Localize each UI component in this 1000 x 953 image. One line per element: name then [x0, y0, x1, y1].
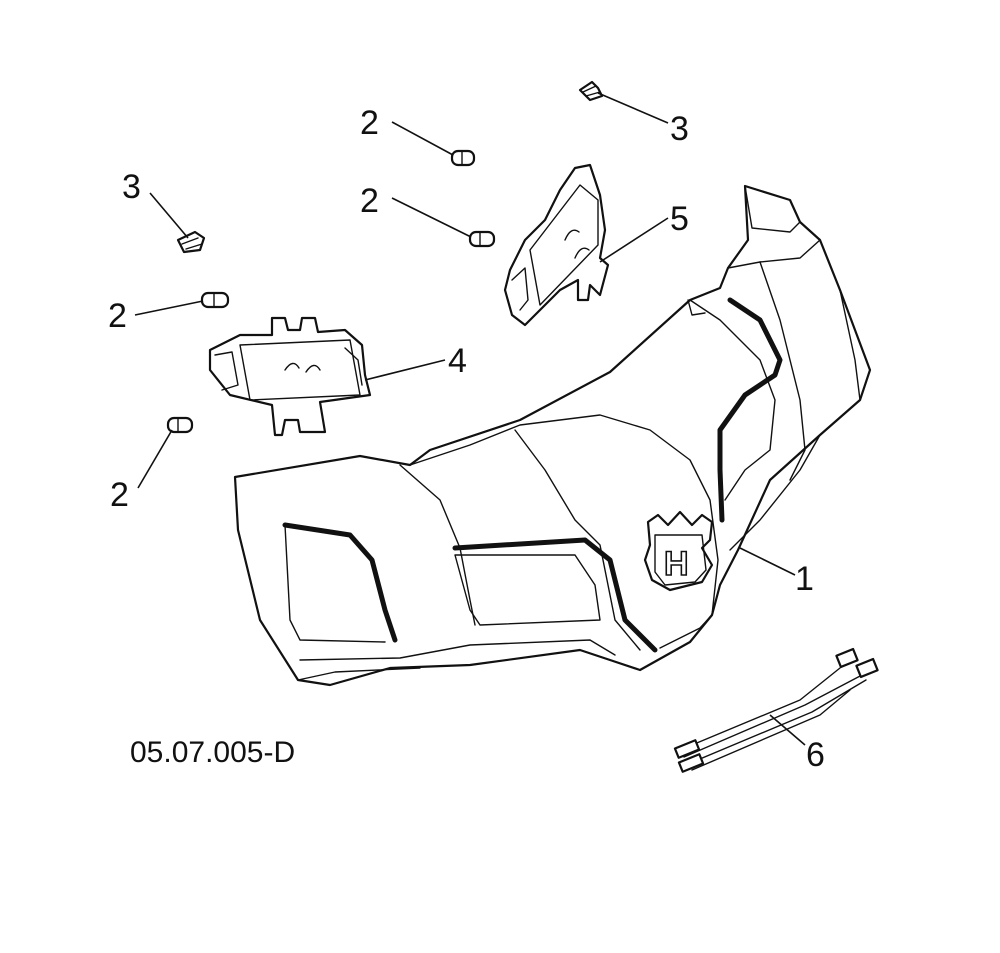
- leader-2a: [391, 121, 454, 156]
- leader-2d: [137, 429, 173, 489]
- part-2-pin-lower: [166, 416, 194, 434]
- callout-2-mid: 2: [360, 182, 379, 220]
- leader-6: [769, 714, 806, 746]
- part-3-clip-top: [578, 80, 604, 102]
- callout-3-left: 3: [122, 168, 141, 206]
- callout-4: 4: [448, 342, 467, 380]
- callout-2-lower: 2: [110, 476, 129, 514]
- callout-labels: 1 2 2 2 2 3 3 4 5 6: [108, 104, 825, 774]
- callout-3-top: 3: [670, 110, 689, 148]
- leader-3a: [597, 92, 669, 124]
- leader-lines: [134, 92, 806, 746]
- callout-2-left: 2: [108, 297, 127, 335]
- part-3-clip-left: [176, 230, 206, 254]
- part-6-wire-harness: [673, 647, 879, 773]
- logo-badge-icon: H: [643, 510, 714, 592]
- leader-2b: [391, 197, 472, 238]
- leader-1: [739, 547, 796, 576]
- part-5-light-bracket: [503, 163, 610, 327]
- part-2-pin-left: [200, 291, 230, 309]
- callout-5: 5: [670, 200, 689, 238]
- part-1-hood-cover: [233, 184, 872, 687]
- leader-2c: [134, 300, 204, 316]
- leader-5: [599, 217, 669, 263]
- callout-6: 6: [806, 736, 825, 774]
- leader-4: [364, 359, 446, 381]
- leader-3b: [149, 192, 189, 239]
- part-4-light-bracket: [208, 316, 372, 437]
- part-2-pin-top: [450, 149, 476, 167]
- callout-2-top: 2: [360, 104, 379, 142]
- callout-1: 1: [795, 560, 814, 598]
- figure-code: 05.07.005-D: [130, 736, 295, 769]
- logo-letter: H: [664, 545, 689, 583]
- part-2-pin-mid: [468, 230, 496, 248]
